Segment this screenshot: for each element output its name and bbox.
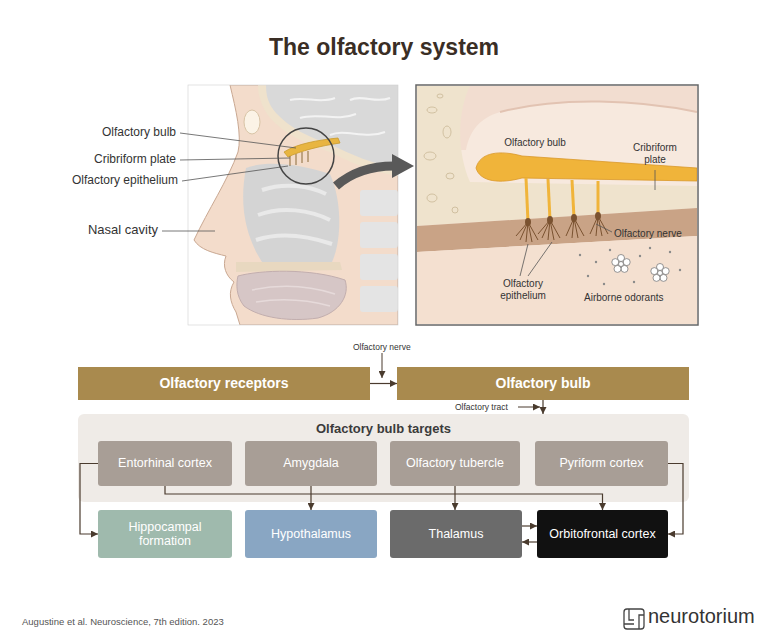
region-box: Thalamus <box>390 510 522 558</box>
part-label: Olfactory bulb <box>40 126 176 140</box>
brand-watermark: neurotorium <box>648 605 763 628</box>
part-label: Olfactory nerve <box>614 228 694 240</box>
node-text: Orbitofrontal cortex <box>549 527 655 541</box>
node-text: Pyriform cortex <box>559 456 643 470</box>
node-text: Olfactory tubercle <box>406 456 504 470</box>
part-label: Nasal cavity <box>40 223 158 238</box>
leader-lines <box>520 170 655 276</box>
logo-icon <box>624 609 644 629</box>
flow-arrow <box>542 400 543 414</box>
node-text: Hypothalamus <box>271 527 351 541</box>
node-text: Amygdala <box>283 456 339 470</box>
part-label: Airborne odorants <box>584 292 684 304</box>
part-label: Cribriform plate <box>626 142 684 165</box>
target-box: Entorhinal cortex <box>98 441 232 486</box>
part-label: Olfactory epithelium <box>40 174 178 188</box>
part-label: Olfactory bulb <box>490 137 580 149</box>
node-text: Olfactory bulb targets <box>78 414 689 437</box>
region-box: Orbitofrontal cortex <box>537 510 668 558</box>
node-text: Olfactory bulb <box>496 375 591 391</box>
stage-box: Olfactory bulb <box>397 367 689 400</box>
stage-box: Olfactory receptors <box>78 367 370 400</box>
diagram-title: The olfactory system <box>0 34 768 61</box>
flow-arrow <box>370 383 397 384</box>
part-label: Cribriform plate <box>40 153 176 167</box>
edge-label: Olfactory tract <box>455 402 508 412</box>
region-box: Hippocampal formation <box>98 510 232 558</box>
node-text: Entorhinal cortex <box>118 456 212 470</box>
target-box: Pyriform cortex <box>535 441 668 486</box>
node-text: Olfactory receptors <box>159 375 288 391</box>
target-box: Amygdala <box>245 441 377 486</box>
inset-detail <box>417 86 697 324</box>
head-section <box>188 85 398 325</box>
flow-arrow <box>522 541 537 542</box>
target-box: Olfactory tubercle <box>390 441 520 486</box>
group-band: Olfactory bulb targetsEntorhinal cortex A… <box>78 414 689 502</box>
flow-arrow <box>522 525 537 526</box>
node-text: Thalamus <box>429 527 484 541</box>
node-text: Hippocampal formation <box>101 520 229 549</box>
source-caption: Augustine et al. Neuroscience, 7th editi… <box>22 616 224 627</box>
edge-label: Olfactory nerve <box>353 342 411 352</box>
region-box: Hypothalamus <box>245 510 377 558</box>
leader-lines <box>162 133 296 231</box>
part-label: Olfactory epithelium <box>486 278 560 301</box>
